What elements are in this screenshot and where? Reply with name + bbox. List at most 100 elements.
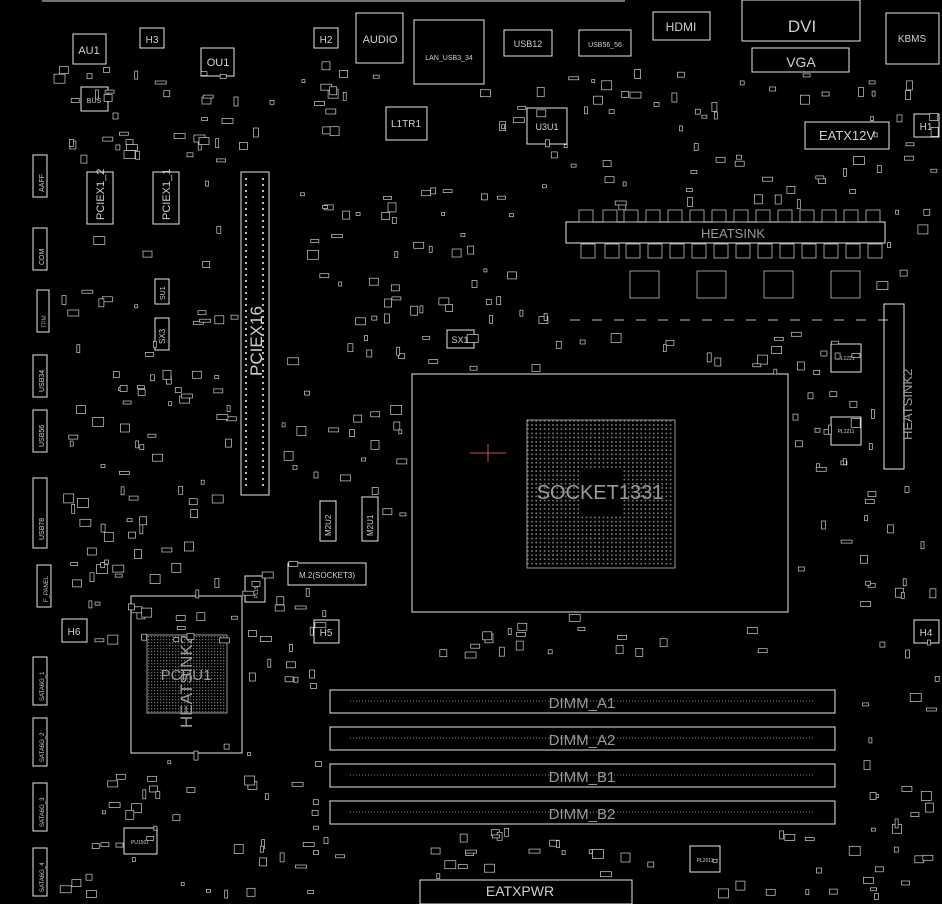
m2u1-label: M2U1 bbox=[366, 514, 375, 536]
hdmi-label: HDMI bbox=[666, 20, 697, 34]
vrm-mosfet bbox=[865, 209, 881, 223]
usb56-header-label: USB56 bbox=[39, 425, 46, 447]
eatxpwr-connector: EATXPWR bbox=[419, 879, 633, 904]
usb34-header: USB34 bbox=[32, 354, 48, 398]
u3u1-label: U3U1 bbox=[535, 122, 558, 132]
kbms-connector: KBMS bbox=[885, 12, 940, 65]
usb12-connector: USB12 bbox=[503, 29, 553, 57]
vrm-mosfet bbox=[602, 209, 618, 223]
pl2011-label: PL2011 bbox=[697, 858, 714, 864]
h1-label: H1 bbox=[920, 122, 933, 133]
vrm-mosfet-row bbox=[578, 209, 883, 259]
sx3-label: SX3 bbox=[158, 328, 167, 344]
pu1501-label: PU1501 bbox=[131, 840, 149, 846]
dvi-label: DVI bbox=[788, 17, 816, 36]
h6-label: H6 bbox=[68, 627, 81, 638]
vrm-mosfet bbox=[580, 243, 596, 259]
vrm-mosfet bbox=[779, 243, 795, 259]
hdmi-connector: HDMI bbox=[652, 11, 711, 41]
pl1221-choke: PL1221 bbox=[830, 343, 862, 373]
sata4-label: SATA6G_4 bbox=[40, 862, 46, 892]
usb56-label: USB56_56 bbox=[588, 42, 622, 49]
dvi-vga-connector: DVI VGA bbox=[741, 0, 861, 73]
com-label: COM bbox=[39, 249, 46, 266]
su1-chip: SU1 bbox=[154, 278, 170, 305]
vrm-mosfet bbox=[578, 209, 594, 223]
pciex16-slot: PCIEX16 bbox=[240, 171, 270, 496]
pciex1-2-label: PCIEX1_2 bbox=[95, 169, 107, 220]
vrm-choke bbox=[763, 270, 794, 299]
sata2-header: SATA6G_2 bbox=[32, 717, 48, 767]
vrm-choke-row bbox=[570, 270, 888, 321]
vrm-heatsink-top: HEATSINK bbox=[565, 221, 886, 244]
m2-socket: M.2(SOCKET3) bbox=[287, 562, 367, 586]
pl2011-chip: PL2011 bbox=[689, 845, 721, 873]
heatsink-top-label: HEATSINK bbox=[701, 226, 765, 241]
sata3-label: SATA6G_3 bbox=[40, 797, 46, 827]
aaff-label: AAFF bbox=[39, 174, 46, 192]
h6-mount-hole: H6 bbox=[61, 618, 88, 643]
dimm-a2-slot: DIMM_A2 bbox=[329, 726, 836, 751]
vrm-mosfet bbox=[713, 243, 729, 259]
audio-label: AUDIO bbox=[363, 34, 398, 46]
sata3-header: SATA6G_3 bbox=[32, 782, 48, 832]
dimm-b1-slot: DIMM_B1 bbox=[329, 763, 836, 788]
f-panel-label: F_PANEL bbox=[44, 575, 50, 602]
lan-usb-connector: LAN_USB3_34 bbox=[413, 19, 485, 85]
vrm-mosfet bbox=[735, 243, 751, 259]
vrm-mosfet bbox=[799, 209, 815, 223]
vrm-mosfet bbox=[755, 209, 771, 223]
h5-mount-hole: H5 bbox=[313, 619, 340, 644]
dimm-a1-label: DIMM_A1 bbox=[549, 695, 616, 712]
pl1500-chip: PL1500 bbox=[244, 575, 266, 603]
su1-label: SU1 bbox=[160, 286, 167, 300]
vrm-mosfet bbox=[669, 243, 685, 259]
sx1-label: SX1 bbox=[451, 335, 468, 345]
vrm-choke bbox=[629, 270, 660, 299]
bus-label: BUS bbox=[87, 98, 102, 105]
pciex16-label: PCIEX16 bbox=[247, 306, 266, 376]
vrm-mosfet bbox=[645, 209, 661, 223]
vrm-mosfet bbox=[757, 243, 773, 259]
pl1211-label: PL1211 bbox=[838, 429, 855, 435]
tpm-header: TPM bbox=[36, 289, 50, 333]
u3u1-chip: U3U1 bbox=[526, 107, 568, 145]
pch-label: PCHU1 bbox=[161, 667, 212, 684]
tpm-label: TPM bbox=[42, 315, 48, 328]
vrm-mosfet bbox=[667, 209, 683, 223]
h4-label: H4 bbox=[920, 628, 933, 639]
usb56-header: USB56 bbox=[32, 409, 48, 453]
h3-label: H3 bbox=[146, 35, 159, 46]
vrm-mosfet bbox=[625, 243, 641, 259]
vrm-mosfet bbox=[801, 243, 817, 259]
lan-usb-label: LAN_USB3_34 bbox=[425, 55, 473, 62]
vrm-mosfet bbox=[821, 209, 837, 223]
socket-label: SOCKET1331 bbox=[537, 482, 664, 504]
f-panel-header: F_PANEL bbox=[36, 564, 52, 608]
h2-label: H2 bbox=[320, 35, 333, 46]
pciex1-1-slot: PCIEX1_1 bbox=[152, 169, 180, 225]
heatsink-right-label: HEATSINK2 bbox=[900, 369, 915, 440]
vrm-mosfet bbox=[867, 243, 883, 259]
m2u2-chip: M2U2 bbox=[319, 500, 337, 542]
small-component-field bbox=[53, 61, 940, 900]
vrm-mosfet bbox=[691, 243, 707, 259]
pl1500-label: PL1500 bbox=[254, 581, 260, 598]
usb34-label: USB34 bbox=[39, 370, 46, 392]
vrm-mosfet bbox=[843, 209, 859, 223]
vrm-mosfet bbox=[604, 243, 620, 259]
vrm-choke bbox=[830, 270, 861, 299]
dimm-a1-slot: DIMM_A1 bbox=[329, 689, 836, 714]
kbms-label: KBMS bbox=[898, 34, 927, 45]
pl1221-label: PL1221 bbox=[837, 356, 854, 362]
vrm-mosfet bbox=[733, 209, 749, 223]
au1-chip: AU1 bbox=[72, 33, 107, 65]
m2-socket-label: M.2(SOCKET3) bbox=[299, 571, 355, 580]
audio-connector: AUDIO bbox=[355, 12, 404, 64]
dimm-b2-label: DIMM_B2 bbox=[549, 806, 616, 823]
m2u1-chip: M2U1 bbox=[361, 496, 379, 542]
sata4-header: SATA6G_4 bbox=[32, 847, 48, 897]
dimm-a2-label: DIMM_A2 bbox=[549, 732, 616, 749]
l1tr1-transformer: L1TR1 bbox=[385, 106, 428, 141]
